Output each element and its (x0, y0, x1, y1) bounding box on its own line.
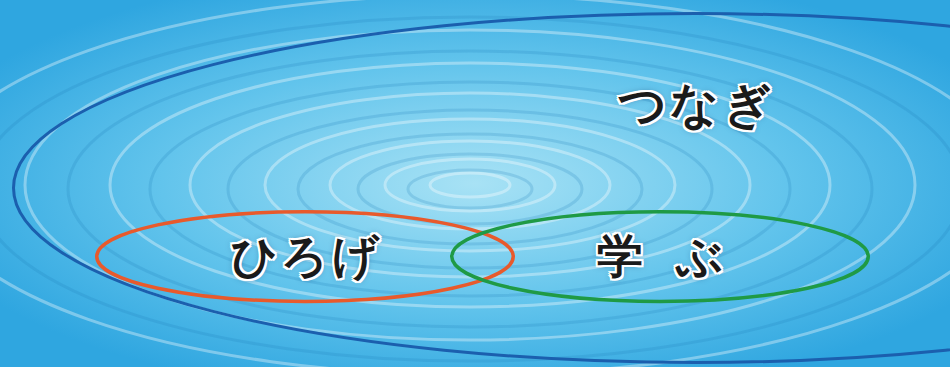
ellipse-outline (12, 12, 950, 364)
outer-ellipse: つなぎひろげ 学ぶ (12, 12, 950, 364)
node-label: 学ぶ (565, 229, 755, 284)
node-label: ひろげ (227, 229, 383, 284)
node-label: つなぎ (12, 76, 950, 134)
right-ellipse: 学ぶ (450, 210, 870, 303)
